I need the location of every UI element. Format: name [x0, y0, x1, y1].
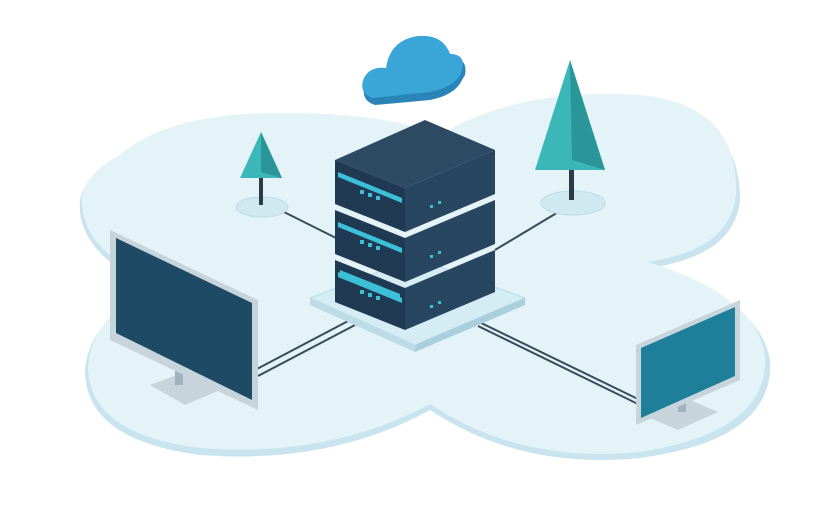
monitor-left: [110, 230, 258, 410]
server-stack: [335, 120, 495, 330]
monitor-right: [636, 300, 740, 430]
tree-small: [235, 132, 289, 218]
server-led-strip: [338, 172, 402, 203]
cloud-icon: [362, 35, 466, 106]
tree-large: [535, 60, 606, 216]
